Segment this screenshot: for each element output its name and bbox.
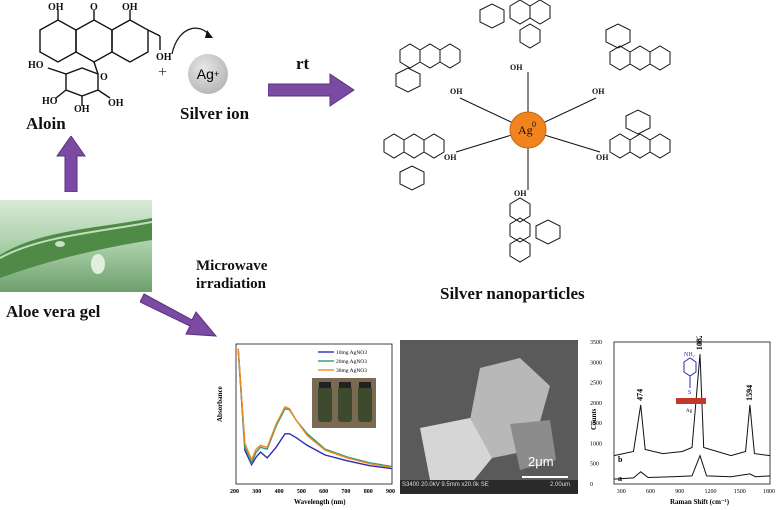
uvvis-series-line	[237, 348, 393, 468]
ag0-charge: 0	[532, 120, 536, 129]
raman-inset-molecule: NH₂ S Ag	[676, 352, 706, 414]
silver-nanoparticle-structure: OH OH OH OH OH OH Ag 0	[383, 0, 671, 263]
raman-x-tick: 300	[617, 489, 626, 495]
uvvis-x-tick: 300	[252, 489, 261, 495]
inset-s: S	[688, 390, 691, 396]
svg-text:OH: OH	[592, 87, 605, 96]
raman-x-tick: 1800	[763, 489, 775, 495]
aloin-label: Aloin	[26, 114, 66, 133]
raman-series-line	[613, 454, 771, 480]
sem-image: 2μm S3400 20.0kV 9.5mm x20.0k SE 2.00um	[400, 340, 578, 494]
plus-sign: +	[158, 64, 168, 81]
aloin-structure: OH O OH OH HO HO OH OH O	[28, 2, 172, 112]
raman-series-a-label: a	[618, 474, 622, 483]
svg-text:OH: OH	[108, 98, 124, 109]
raman-peak-label: 474	[636, 389, 645, 401]
raman-series-b-label: b	[618, 455, 623, 464]
reaction-arrow	[268, 73, 355, 107]
uvvis-x-tick: 500	[297, 489, 306, 495]
silver-ion-circle: Ag+	[188, 54, 228, 94]
silver-ion-label: Silver ion	[180, 104, 250, 123]
sem-info-right: 2.00um	[550, 482, 571, 488]
raman-x-tick: 600	[646, 489, 655, 495]
raman-y-tick: 1500	[590, 421, 602, 427]
rt-label: rt	[296, 54, 310, 73]
uvvis-xlabel: Wavelength (nm)	[294, 498, 346, 506]
inset-nh2: NH₂	[684, 352, 695, 358]
svg-text:OH: OH	[122, 2, 138, 13]
raman-ylabel: Counts	[590, 408, 598, 430]
uvvis-chart: 200 300 400 500 600 700 800 900 Absorbance Wave…	[216, 343, 395, 506]
raman-y-tick: 2000	[590, 401, 602, 407]
uvvis-x-tick: 900	[386, 489, 395, 495]
inset-ag: Ag	[686, 409, 693, 414]
uvvis-x-tick: 400	[275, 489, 284, 495]
silver-nanoparticles-label: Silver nanoparticles	[440, 284, 585, 303]
raman-y-tick: 3500	[590, 340, 602, 346]
uvvis-x-tick: 800	[364, 489, 373, 495]
raman-y-tick: 1000	[590, 441, 602, 447]
svg-text:OH: OH	[596, 153, 609, 162]
raman-x-tick: 1200	[705, 489, 717, 495]
raman-y-tick: 3000	[590, 360, 602, 366]
raman-chart: 0 500 1000 1500 2000 2500 3000 3500 300 600 900 12…	[590, 336, 775, 506]
aloe-vera-photo	[0, 200, 152, 292]
raman-plot-area	[613, 341, 771, 485]
silver-ion-charge: +	[213, 69, 220, 79]
svg-text:HO: HO	[42, 96, 58, 107]
svg-text:OH: OH	[510, 63, 523, 72]
raman-y-tick: 2500	[590, 381, 602, 387]
vials-photo	[312, 378, 376, 428]
uvvis-x-tick: 700	[341, 489, 350, 495]
microwave-label-1: Microwave	[196, 258, 268, 274]
uvvis-legend-label: 10mg AgNO3	[336, 350, 367, 356]
uvvis-series-line	[237, 348, 393, 470]
uvvis-ylabel: Absorbance	[216, 386, 224, 422]
ag0-symbol: Ag	[518, 123, 533, 137]
sem-info-left: S3400 20.0kV 9.5mm x20.0k SE	[402, 482, 489, 488]
raman-x-tick: 1500	[734, 489, 746, 495]
svg-text:HO: HO	[28, 60, 44, 71]
svg-text:O: O	[100, 72, 108, 83]
uvvis-series-line	[237, 348, 393, 469]
svg-text:OH: OH	[444, 153, 457, 162]
raman-peak-label: 1082	[695, 336, 704, 350]
svg-text:OH: OH	[514, 189, 527, 198]
raman-y-tick: 500	[590, 462, 599, 468]
raman-peak-label: 1594	[745, 385, 754, 401]
svg-text:OH: OH	[450, 87, 463, 96]
silver-ion-symbol: Ag	[196, 66, 214, 82]
uvvis-legend-label: 20mg AgNO3	[336, 359, 367, 365]
electron-transfer-arrow	[171, 27, 213, 55]
microwave-label-2: irradiation	[196, 276, 266, 292]
svg-text:OH: OH	[48, 2, 64, 13]
svg-text:O: O	[90, 2, 98, 13]
uvvis-x-tick: 200	[230, 489, 239, 495]
uvvis-x-tick: 600	[319, 489, 328, 495]
uvvis-legend-label: 30mg AgNO3	[336, 368, 367, 374]
aloe-vera-label: Aloe vera gel	[6, 302, 101, 321]
up-arrow	[56, 136, 86, 192]
microwave-arrow	[140, 293, 218, 337]
raman-xlabel: Raman Shift (cm⁻¹)	[670, 498, 730, 506]
sem-scale-label: 2μm	[528, 454, 554, 469]
svg-text:OH: OH	[74, 104, 90, 112]
raman-y-tick: 0	[590, 482, 593, 488]
svg-text:OH: OH	[156, 52, 172, 63]
raman-x-tick: 900	[675, 489, 684, 495]
